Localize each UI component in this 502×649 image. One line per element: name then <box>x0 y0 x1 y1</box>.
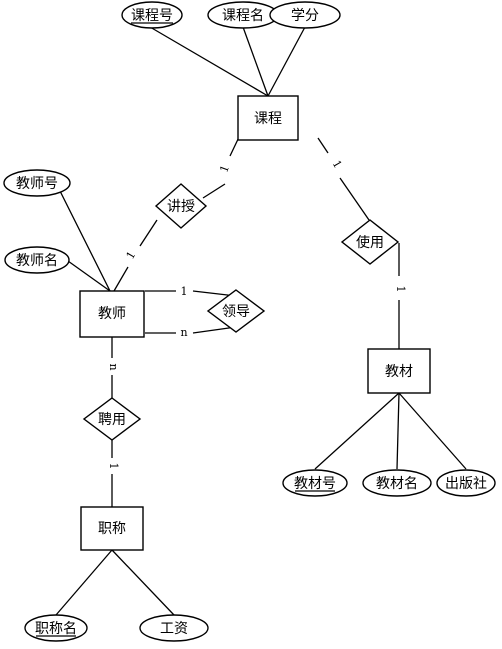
attribute-course-name[interactable]: 课程名 <box>207 1 279 29</box>
attribute-textbook-no[interactable]: 教材号 <box>282 469 348 497</box>
line-teach-teacher <box>139 219 158 247</box>
cardinality-teach-course: 1 <box>217 163 232 174</box>
relationship-teaches-label: 讲授 <box>167 199 195 215</box>
line-course-teach-2 <box>202 183 226 199</box>
attribute-teacher-name[interactable]: 教师名 <box>4 246 70 274</box>
line-lead-bottom-2 <box>192 326 237 334</box>
entity-course[interactable]: 课程 <box>237 95 299 141</box>
line-teach-teacher-2 <box>113 266 129 292</box>
attribute-publisher-label: 出版社 <box>445 476 487 492</box>
attribute-title-name-label: 职称名 <box>35 621 77 637</box>
relationship-hires-label: 聘用 <box>98 412 126 428</box>
line-publisher <box>398 392 467 470</box>
line-textbook-name <box>396 392 400 470</box>
attribute-textbook-name[interactable]: 教材名 <box>362 469 432 497</box>
relationship-leads[interactable]: 领导 <box>206 289 266 333</box>
attribute-course-no-label: 课程号 <box>131 8 173 24</box>
attribute-course-no[interactable]: 课程号 <box>121 1 183 29</box>
relationship-leads-label: 领导 <box>222 304 250 320</box>
entity-teacher-label: 教师 <box>98 306 126 322</box>
relationship-hires[interactable]: 聘用 <box>82 397 142 441</box>
line-textbook-no <box>314 392 400 470</box>
line-teacher-no <box>56 184 111 292</box>
line-credit <box>267 26 306 97</box>
line-salary <box>111 549 175 616</box>
line-teacher-name <box>67 260 111 292</box>
attribute-publisher[interactable]: 出版社 <box>436 469 496 497</box>
attribute-credit[interactable]: 学分 <box>269 1 341 29</box>
attribute-salary[interactable]: 工资 <box>139 614 209 642</box>
attribute-teacher-no[interactable]: 教师号 <box>3 169 71 197</box>
attribute-course-name-label: 课程名 <box>222 8 264 24</box>
cardinality-lead-top: 1 <box>181 285 188 298</box>
cardinality-teach-teacher: 1 <box>124 249 139 262</box>
line-course-no <box>149 26 269 97</box>
entity-textbook-label: 教材 <box>385 364 413 380</box>
attribute-title-name[interactable]: 职称名 <box>24 614 88 642</box>
attribute-teacher-no-label: 教师号 <box>16 176 58 192</box>
cardinality-hire-teacher: n <box>107 363 120 370</box>
attribute-textbook-no-label: 教材号 <box>294 476 336 492</box>
line-course-use-2 <box>339 177 370 221</box>
cardinality-hire-title: 1 <box>107 463 120 470</box>
line-course-use <box>317 137 329 154</box>
attribute-textbook-name-label: 教材名 <box>376 476 418 492</box>
relationship-teaches[interactable]: 讲授 <box>154 183 208 229</box>
line-title-name <box>55 549 113 616</box>
attribute-salary-label: 工资 <box>160 621 188 637</box>
cardinality-lead-bottom: n <box>180 326 187 339</box>
connection-lines <box>55 26 467 616</box>
attribute-credit-label: 学分 <box>291 8 319 24</box>
entity-title[interactable]: 职称 <box>80 506 144 551</box>
line-course-name <box>242 26 269 97</box>
entity-textbook[interactable]: 教材 <box>367 348 431 394</box>
entity-course-label: 课程 <box>254 111 282 127</box>
attribute-teacher-name-label: 教师名 <box>16 253 58 269</box>
cardinality-use-course: 1 <box>330 158 345 171</box>
relationship-uses[interactable]: 使用 <box>340 219 400 265</box>
entity-teacher[interactable]: 教师 <box>79 290 145 338</box>
relationship-uses-label: 使用 <box>356 234 384 251</box>
cardinality-use-textbook: 1 <box>394 286 407 293</box>
entity-title-label: 职称 <box>98 521 126 537</box>
